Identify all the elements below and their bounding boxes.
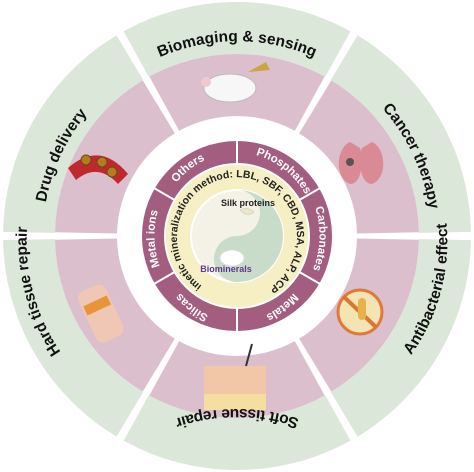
outer-band-biomaging: [123, 2, 351, 77]
mineral-crystal-icon: [219, 249, 245, 267]
nanoparticle-icon: [96, 156, 108, 168]
outer-band-antibacterial: [330, 239, 471, 437]
mineral-ring-divider: [153, 271, 176, 285]
bacterium-icon: [358, 298, 366, 320]
bandage-icon: [83, 295, 111, 316]
mineral-ring-divider: [153, 187, 176, 201]
outer-band-soft-tissue: [123, 395, 351, 470]
hair-icon: [245, 343, 253, 367]
panel-illustrations: [68, 62, 384, 410]
mouse-ear: [201, 77, 211, 87]
outer-band-hard-tissue: [3, 239, 144, 437]
knee-illustration: [78, 284, 124, 343]
mouse-illustration: [203, 73, 257, 103]
mineral-ring-divider: [298, 271, 321, 285]
panel-drug-delivery: [55, 80, 175, 234]
skin-fat-layer: [204, 394, 266, 410]
outer-band-cancer-therapy: [330, 35, 471, 233]
mineral-ring-divider: [298, 187, 321, 201]
probe-icon: [248, 62, 270, 72]
biominerals-label: Biominerals: [200, 264, 252, 274]
nanoparticle-icon: [106, 166, 118, 178]
silk-cocoon-icon: [239, 208, 255, 215]
tumor-spot: [346, 158, 354, 166]
outer-band-drug-delivery: [3, 35, 144, 233]
lung-right-illustration: [360, 142, 384, 184]
nanoparticle-icon: [80, 154, 92, 166]
silk-proteins-label: Silk proteins: [221, 198, 275, 208]
